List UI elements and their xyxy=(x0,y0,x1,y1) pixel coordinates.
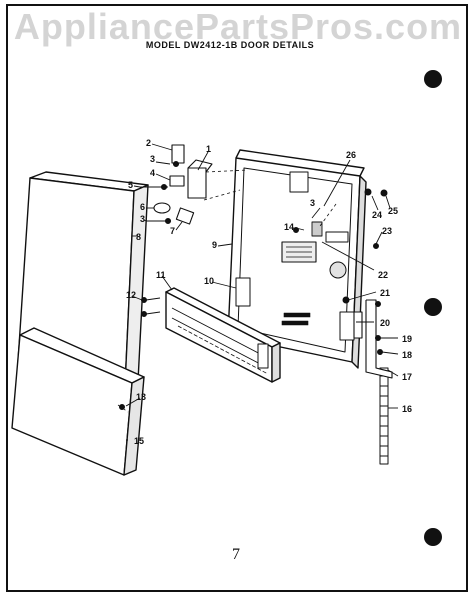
callout-16: 16 xyxy=(402,404,412,414)
callout-20: 20 xyxy=(380,318,390,328)
callout-5: 5 xyxy=(128,180,133,190)
callout-15: 15 xyxy=(134,436,144,446)
callout-10: 10 xyxy=(204,276,214,286)
callout-9: 9 xyxy=(212,240,217,250)
binder-hole-top xyxy=(424,70,442,88)
hinge-strap xyxy=(379,367,389,465)
callout-23: 23 xyxy=(382,226,392,236)
callout-13: 13 xyxy=(136,392,146,402)
latch-assembly xyxy=(140,144,213,225)
kick-panel xyxy=(11,327,145,476)
callout-1: 1 xyxy=(206,144,211,154)
callout-22: 22 xyxy=(378,270,388,280)
callout-18: 18 xyxy=(402,350,412,360)
leader-lines xyxy=(125,143,399,441)
callout-7: 7 xyxy=(170,226,175,236)
watermark: AppliancePartsPros.com xyxy=(13,6,463,47)
callout-17: 17 xyxy=(402,372,412,382)
diagram-title: MODEL DW2412-1B DOOR DETAILS xyxy=(145,40,315,50)
callout-26: 26 xyxy=(346,150,356,160)
callout-8: 8 xyxy=(136,232,141,242)
screws xyxy=(119,188,388,410)
callout-layer: 1233345678910111213141516171819202122232… xyxy=(126,138,412,446)
callout-25: 25 xyxy=(388,206,398,216)
inner-door-liner xyxy=(227,149,367,369)
callout-12: 12 xyxy=(126,290,136,300)
callout-21: 21 xyxy=(380,288,390,298)
callout-19: 19 xyxy=(402,334,412,344)
binder-hole-middle xyxy=(424,298,442,316)
callout-11: 11 xyxy=(156,270,166,280)
callout-2: 2 xyxy=(146,138,151,148)
bottom-trim-rail xyxy=(165,287,281,383)
callout-3: 3 xyxy=(310,198,315,208)
callout-6: 6 xyxy=(140,202,145,212)
callout-3: 3 xyxy=(150,154,155,164)
page-number: 7 xyxy=(232,546,240,563)
callout-4: 4 xyxy=(150,168,155,178)
callout-14: 14 xyxy=(284,222,294,232)
binder-hole-bottom xyxy=(424,528,442,546)
callout-24: 24 xyxy=(372,210,382,220)
callout-3: 3 xyxy=(140,214,145,224)
